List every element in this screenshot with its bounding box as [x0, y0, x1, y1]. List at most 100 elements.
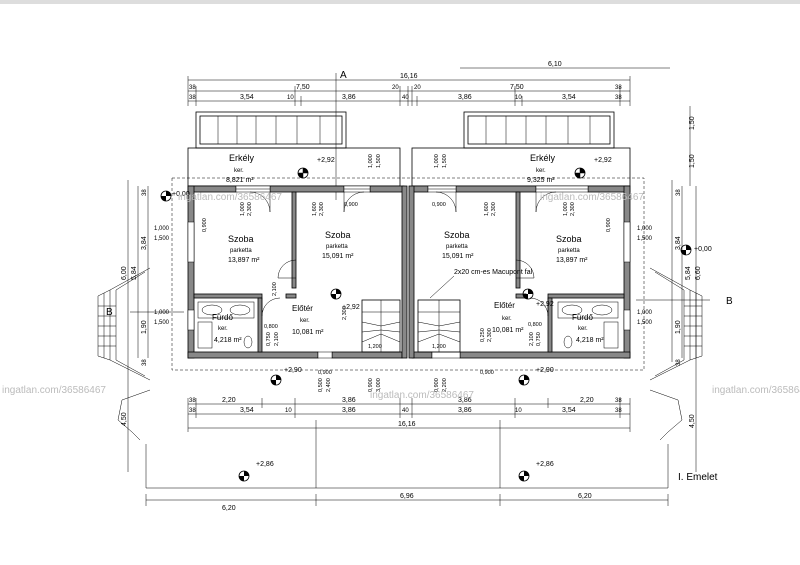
side-dim-label: 1,500 — [637, 320, 653, 326]
room-szoba-2-area: 15,091 m² — [322, 253, 354, 260]
side-dim-label: 1,000 — [637, 226, 653, 232]
bathroom-fixtures-right — [557, 301, 619, 349]
room-eloter-2-floor: ker. — [502, 316, 512, 322]
room-szoba-2-floor: parketta — [326, 244, 348, 250]
side-dim-label: 1,500 — [637, 236, 653, 242]
watermark-center: ingatlan.com/36586467 — [370, 390, 474, 401]
dim-384-right: 3,84 — [675, 236, 682, 250]
dim-38-left-a: 38 — [142, 189, 148, 196]
side-dim-label: 1,000 — [154, 310, 170, 316]
opening-label: 2,300 — [491, 202, 497, 216]
opening-label: 1,200 — [368, 344, 382, 350]
room-szoba-3-area: 15,091 m² — [442, 253, 474, 260]
room-balcony-left-name: Erkély — [229, 153, 255, 163]
top-watermark-strip — [0, 0, 800, 4]
dim-386-b: 3,86 — [458, 94, 472, 101]
opening-label: 0,250 — [480, 328, 486, 342]
level-292-right: +2,92 — [536, 301, 554, 308]
room-furdo-2-name: Fürdő — [572, 313, 593, 322]
door-swings — [249, 191, 557, 317]
dim-386-a: 3,86 — [342, 94, 356, 101]
dim-450-right: 4,50 — [689, 414, 696, 428]
opening-label: 1,000 — [368, 154, 374, 168]
dim-450-left: 4,50 — [121, 412, 128, 426]
room-balcony-left-area: 8,821 m² — [226, 177, 254, 184]
dim-384-left: 3,84 — [141, 236, 148, 250]
balcony-right: Erkély ker. 9,325 m² +2,92 — [411, 111, 631, 187]
dim-750-left: 7,50 — [296, 84, 310, 91]
dim-38-a: 38 — [189, 85, 196, 91]
dim-38-c: 38 — [189, 95, 196, 101]
opening-label: 0,900 — [368, 378, 374, 392]
dim-38-bot-b: 38 — [615, 398, 622, 404]
level-markers: +0,00 +0,00 +2,92 +2,92 +2,90 +2,90 +2,8… — [160, 190, 712, 482]
opening-label: 0,900 — [202, 218, 208, 232]
opening-label: 1,000 — [434, 154, 440, 168]
room-szoba-4-name: Szoba — [556, 234, 582, 244]
room-balcony-right-floor: ker. — [536, 168, 546, 174]
section-a-label: A — [340, 70, 347, 81]
section-a-marker: A — [335, 70, 347, 200]
dim-10-bot-a: 10 — [285, 408, 292, 414]
opening-label: 0,900 — [432, 202, 446, 208]
room-balcony-right-name: Erkély — [530, 153, 556, 163]
section-b-left-label: B — [106, 307, 113, 318]
room-szoba-1-area: 13,897 m² — [228, 257, 260, 264]
opening-label: 0,900 — [606, 218, 612, 232]
section-b-right-label: B — [726, 296, 733, 307]
opening-label: 2,100 — [274, 332, 280, 346]
dim-38-right-a: 38 — [676, 189, 682, 196]
dim-750-right: 7,50 — [510, 84, 524, 91]
balcony-left: Erkély ker. 8,821 m² +2,92 — [187, 111, 401, 187]
opening-label: 2,200 — [442, 378, 448, 392]
dim-386-bot-a: 3,86 — [342, 397, 356, 404]
level-balcony-left: +2,92 — [317, 157, 335, 164]
opening-label: 1,500 — [376, 154, 382, 168]
dim-190-left: 1,90 — [141, 320, 148, 334]
dim-10-a: 10 — [287, 95, 294, 101]
watermark-top-left: ingatlan.com/36586467 — [178, 192, 282, 203]
opening-label: 2,100 — [529, 332, 535, 346]
opening-label: 2,300 — [342, 306, 348, 320]
right-dimensions: 1,50 1,50 3,84 5,84 6,60 1,90 4,50 38 38 — [671, 106, 702, 472]
terrace-outline — [145, 420, 669, 489]
side-dim-label: 1,000 — [154, 226, 170, 232]
room-furdo-2-floor: ker. — [578, 326, 588, 332]
dim-620-left: 6,20 — [222, 505, 236, 512]
room-eloter-2-name: Előtér — [494, 301, 515, 310]
dim-150-right: 1,50 — [689, 116, 696, 130]
dim-386-bot-b: 3,86 — [458, 397, 472, 404]
watermark-top-right: ingatlan.com/36586467 — [540, 192, 644, 203]
opening-label: 2,300 — [247, 202, 253, 216]
watermarks: ingatlan.com/36586467 ingatlan.com/36586… — [2, 192, 800, 401]
exterior-steps-right — [649, 267, 703, 441]
dim-354-b: 3,54 — [562, 94, 576, 101]
side-dim-label: 1,500 — [154, 236, 170, 242]
room-furdo-1-name: Fürdő — [212, 313, 233, 322]
opening-labels: 0,900 0,900 1,000 2,300 1,600 2,300 1,60… — [154, 154, 653, 392]
room-szoba-3-name: Szoba — [444, 230, 470, 240]
dim-10-b: 10 — [515, 95, 522, 101]
dim-40-a: 40 — [402, 95, 409, 101]
room-balcony-left-floor: ker. — [234, 168, 244, 174]
dim-190-right: 1,90 — [675, 320, 682, 334]
opening-label: 0,750 — [266, 332, 272, 346]
level-balcony-right: +2,92 — [594, 157, 612, 164]
watermark-right: ingatlan.com/36586467 — [712, 385, 800, 396]
windows — [187, 185, 631, 359]
level-286-left: +2,86 — [256, 461, 274, 468]
dim-354-a: 3,54 — [240, 94, 254, 101]
opening-label: 2,300 — [487, 328, 493, 342]
roof-outline — [171, 177, 645, 371]
dim-354-bot-b: 3,54 — [562, 407, 576, 414]
top-dimensions: 6,10 16,16 7,50 7,50 38 38 20 20 38 3,54… — [187, 61, 670, 106]
dim-20-b: 20 — [414, 85, 421, 91]
dim-38-left-b: 38 — [142, 359, 148, 366]
bottom-dimensions: 38 2,20 3,86 3,86 2,20 38 38 3,54 10 3,8… — [145, 397, 669, 512]
opening-label: 1,500 — [442, 154, 448, 168]
room-szoba-2-name: Szoba — [325, 230, 351, 240]
dim-10-bot-b: 10 — [515, 408, 522, 414]
level-290-left: +2,90 — [284, 367, 302, 374]
